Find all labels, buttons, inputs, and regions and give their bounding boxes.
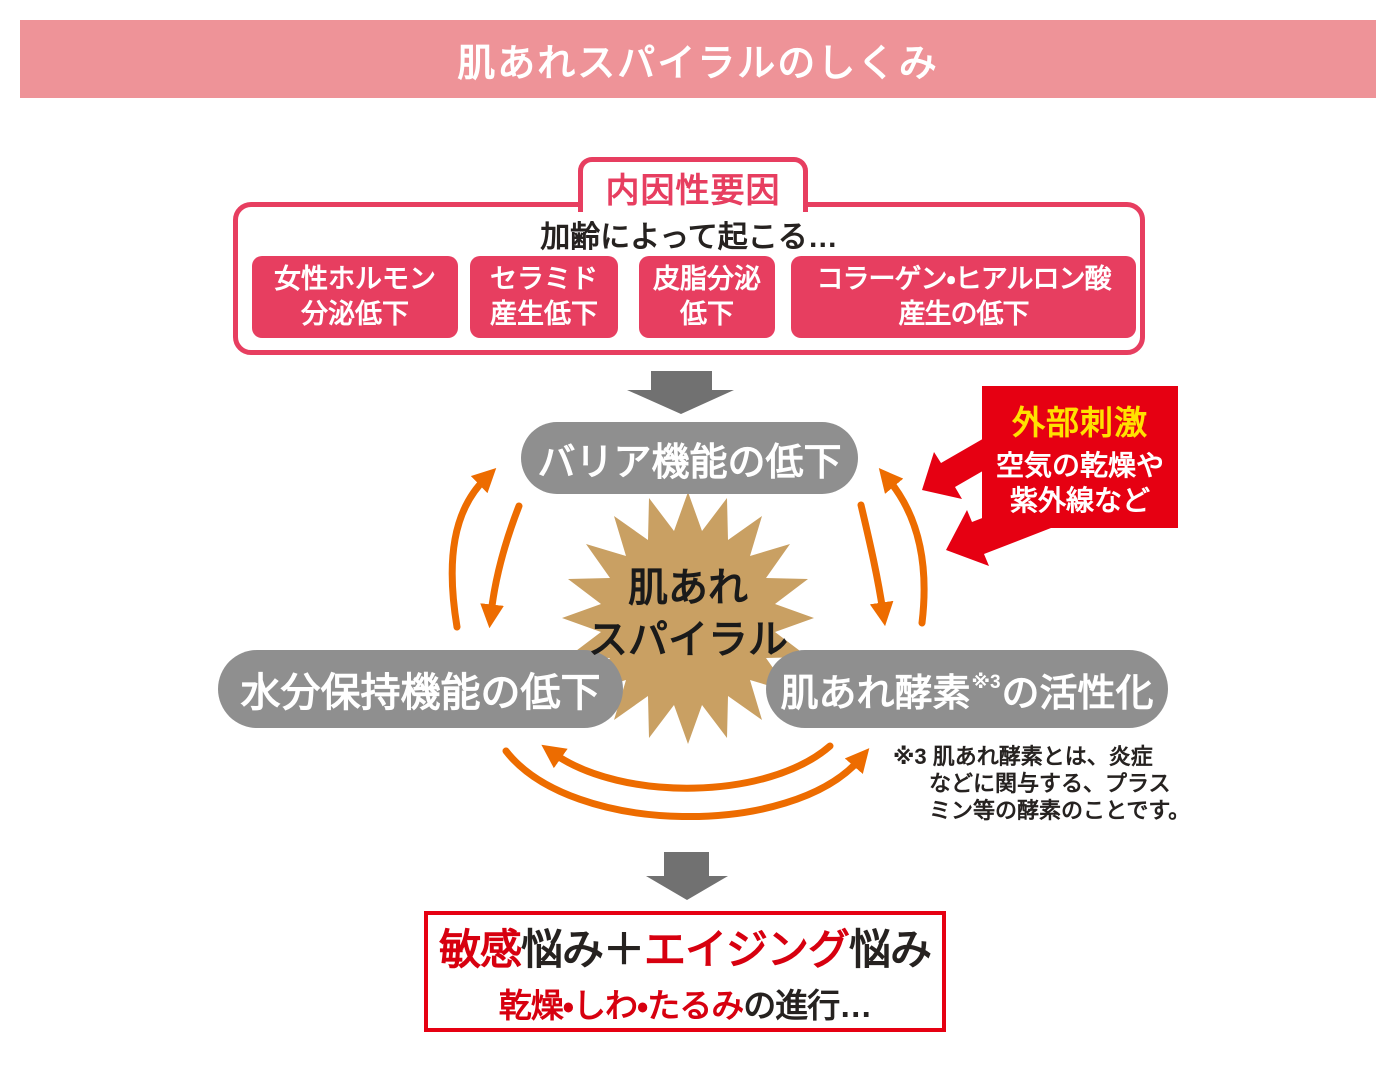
cycle-arc-left-up <box>448 468 497 631</box>
cycle-arc-bottom-right <box>502 747 870 821</box>
result-segment: 乾燥・しわ・たるみ <box>498 987 744 1024</box>
factor-chip-line: セラミド <box>490 263 598 294</box>
result-segment: 敏感 <box>438 926 522 973</box>
result-segment: 悩み＋ <box>520 926 645 973</box>
header-banner: 肌あれスパイラルのしくみ <box>20 20 1376 98</box>
factor-chip-hormone: 女性ホルモン 分泌低下 <box>252 256 458 338</box>
spiral-label: 肌あれ スパイラル <box>588 566 788 662</box>
result-segment: の進行… <box>743 987 872 1024</box>
factor-chip-line: コラーゲン・ヒアルロン酸 <box>816 263 1112 294</box>
enzyme-footnote-marker: ※3 <box>971 671 1001 693</box>
moisture-retention-pill: 水分保持機能の低下 <box>218 650 623 728</box>
enzyme-footnote: ※3 肌あれ酵素とは、炎症 などに関与する、プラス ミン等の酵素のことです。 <box>893 744 1191 823</box>
external-stimuli-title: 外部刺激 <box>1012 404 1148 441</box>
factor-chip-ceramide: セラミド 産生低下 <box>470 256 618 338</box>
result-segment: エイジング <box>644 926 850 973</box>
intrinsic-factors-tab-label: 内因性要因 <box>605 171 781 210</box>
external-stimuli-box: 外部刺激 空気の乾燥や 紫外線など <box>982 386 1178 528</box>
enzyme-activation-pill: 肌あれ酵素※3の活性化 <box>766 650 1168 728</box>
page-title: 肌あれスパイラルのしくみ <box>457 42 939 85</box>
factor-chip-collagen: コラーゲン・ヒアルロン酸 産生の低下 <box>791 256 1136 338</box>
barrier-function-pill: バリア機能の低下 <box>521 422 858 494</box>
cycle-arc-right-up <box>878 468 928 627</box>
barrier-function-label: バリア機能の低下 <box>537 441 842 484</box>
factor-chip-line: 産生低下 <box>490 299 598 329</box>
down-arrow-icon <box>646 852 728 900</box>
factor-chip-line: 低下 <box>680 299 734 329</box>
result-segment: 悩み <box>849 926 932 973</box>
result-line1: 敏感悩み＋エイジング悩み <box>438 916 932 977</box>
enzyme-label-suffix: の活性化 <box>1001 672 1154 715</box>
intrinsic-factors-tab: 内因性要因 <box>578 157 808 212</box>
factor-chip-line: 分泌低下 <box>301 299 409 329</box>
factor-chip-sebum: 皮脂分泌 低下 <box>639 256 775 338</box>
cycle-arc-right-down <box>857 501 894 627</box>
spiral-starburst <box>562 492 814 744</box>
result-box: 敏感悩み＋エイジング悩み 乾燥・しわ・たるみの進行… <box>424 911 946 1032</box>
result-line2: 乾燥・しわ・たるみの進行… <box>498 979 872 1027</box>
down-arrow-icon <box>627 371 734 414</box>
cycle-arc-group <box>448 468 928 821</box>
cycle-arc-bottom-left <box>541 742 834 792</box>
moisture-retention-label: 水分保持機能の低下 <box>240 671 601 715</box>
factor-chip-line: 産生の低下 <box>898 299 1030 329</box>
aging-caption: 加齢によって起こる… <box>540 221 838 254</box>
enzyme-label-prefix: 肌あれ酵素 <box>780 672 971 715</box>
factor-chip-line: 皮脂分泌 <box>653 263 761 294</box>
external-stimuli-body: 空気の乾燥や 紫外線など <box>995 450 1164 516</box>
enzyme-activation-label: 肌あれ酵素※3の活性化 <box>780 662 1153 717</box>
cycle-arc-left-down <box>480 502 523 629</box>
factor-chip-line: 女性ホルモン <box>274 263 436 294</box>
